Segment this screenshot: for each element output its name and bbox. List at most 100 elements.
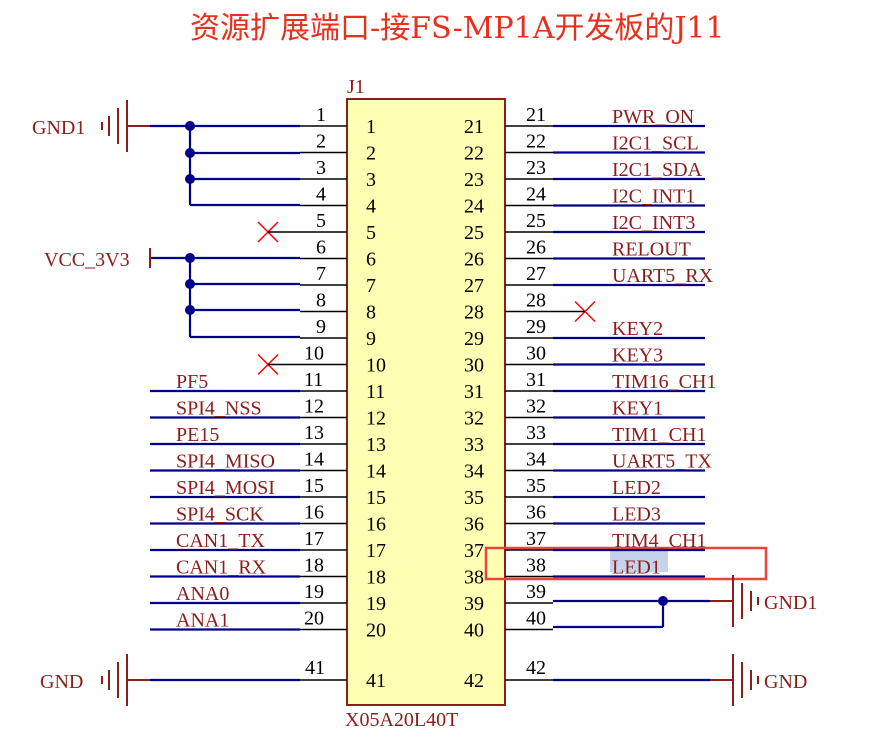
vcc-symbol[interactable]: VCC_3V3 [44,248,151,271]
pin-number: 16 [304,502,324,524]
pin-4[interactable]: 44 [300,184,376,218]
connector-body[interactable] [346,98,506,706]
pin-inner-number: 15 [366,487,386,509]
pin-number: 1 [316,104,326,126]
gnd1-left-symbol[interactable]: GND1 [32,100,150,152]
net-label: CAN1_TX [176,530,265,552]
net-label: RELOUT [612,239,691,261]
pin-27[interactable]: 27 27 UART5_RX [464,263,714,297]
pin-number: 41 [305,657,325,679]
pin-3[interactable]: 33 [300,157,376,191]
pin-number: 31 [526,369,546,391]
pin-inner-number: 30 [464,355,484,377]
net-label: UART5_RX [612,265,714,287]
pin-8[interactable]: 88 [300,290,376,324]
gnd-left-symbol[interactable]: GND [40,654,150,706]
pin-10[interactable]: 10 10 [257,343,386,377]
pin-9[interactable]: 99 [300,316,376,350]
net-label: TIM16_CH1 [612,371,716,393]
pin-41[interactable]: 41 41 [300,657,386,692]
pin-inner-number: 37 [464,540,484,562]
pin-number: 27 [526,263,546,285]
pin-number: 34 [526,449,546,471]
gnd1-right-label: GND1 [764,592,817,614]
pin-number: 42 [526,657,546,679]
net-label: I2C1_SCL [612,133,699,155]
gnd1-left-bus [150,121,300,207]
pin-number: 20 [304,608,324,630]
gnd-right-label: GND [764,671,807,693]
junction-dot [185,121,195,131]
pin-inner-number: 41 [366,670,386,692]
pin-number: 39 [526,581,546,603]
pin-number: 33 [526,422,546,444]
led1-highlight-box[interactable] [484,546,768,581]
net-label: KEY1 [612,398,663,420]
pin-inner-number: 27 [464,275,484,297]
pin-inner-number: 19 [366,593,386,615]
pin-6[interactable]: 66 [300,237,376,271]
pin-39[interactable]: 39 39 [464,581,553,615]
net-label: LED3 [612,504,661,526]
pin-inner-number: 39 [464,593,484,615]
pin-number: 25 [526,210,546,232]
pin-inner-number: 10 [366,355,386,377]
pin-inner-number: 1 [366,116,376,138]
pin-number: 10 [304,343,324,365]
pin-inner-number: 32 [464,408,484,430]
junction-dot [185,305,195,315]
pin-number: 7 [316,263,326,285]
pin-number: 14 [304,449,324,471]
gnd1-right-symbol[interactable]: GND1 [710,575,817,627]
net-label: KEY3 [612,345,663,367]
pin-inner-number: 20 [366,620,386,642]
pin-5[interactable]: 55 [257,210,376,244]
gnd-right-symbol[interactable]: GND [710,654,807,706]
junction-dot [185,174,195,184]
pin-2[interactable]: 22 [300,131,376,165]
pin-42[interactable]: 42 42 [464,657,553,692]
net-label: LED2 [612,477,661,499]
pin-1[interactable]: 11 [300,104,376,138]
pin-number: 24 [526,184,546,206]
net-label: SPI4_MOSI [176,477,275,499]
pin-7[interactable]: 77 [300,263,376,297]
component-part-number: X05A20L40T [345,709,458,731]
pin-number: 5 [316,210,326,232]
pin-number: 21 [526,104,546,126]
pin-inner-number: 6 [366,249,376,271]
junction-dot [185,279,195,289]
pin-number: 9 [316,316,326,338]
gnd1-left-label: GND1 [32,117,85,139]
